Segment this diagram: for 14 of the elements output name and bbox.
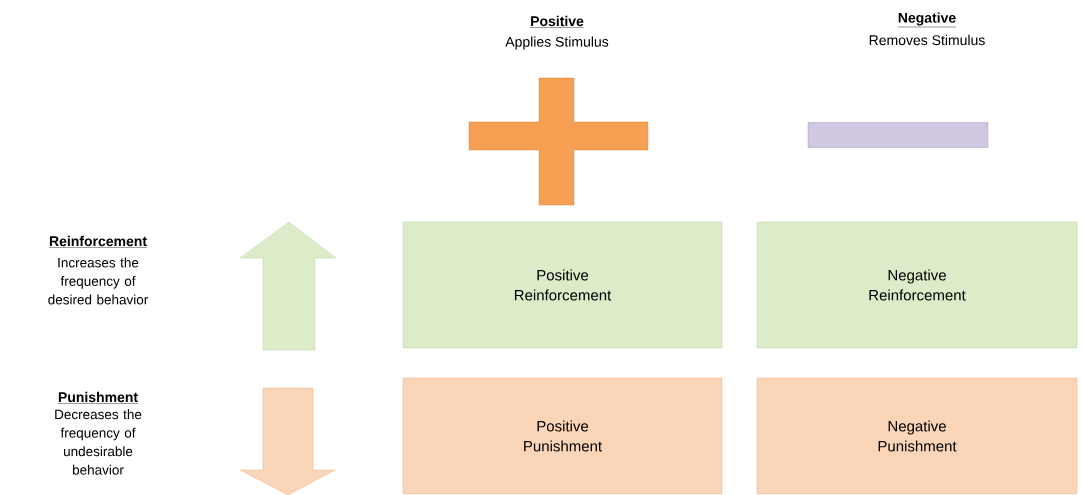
- plus-sign: [468, 77, 649, 206]
- heading-subtitle: Removes Stimulus: [869, 34, 985, 46]
- heading-subtitle: Applies Stimulus: [505, 36, 609, 50]
- column-heading: Positive: [529, 15, 585, 28]
- category-box: Negative Reinforcement: [756, 221, 1078, 349]
- category-box: Negative Punishment: [756, 377, 1078, 495]
- row-description: Increases the frequency of desired behavior: [48, 257, 149, 305]
- column-heading: Punishment: [57, 391, 139, 404]
- category-box: Positive Reinforcement: [402, 221, 723, 349]
- row-description: Decreases the frequency of undesirable behavior: [55, 409, 142, 475]
- column-heading: Negative: [897, 12, 957, 28]
- column-heading: Reinforcement: [48, 235, 148, 248]
- minus-sign: [807, 122, 989, 148]
- category-box: Positive Punishment: [402, 377, 723, 495]
